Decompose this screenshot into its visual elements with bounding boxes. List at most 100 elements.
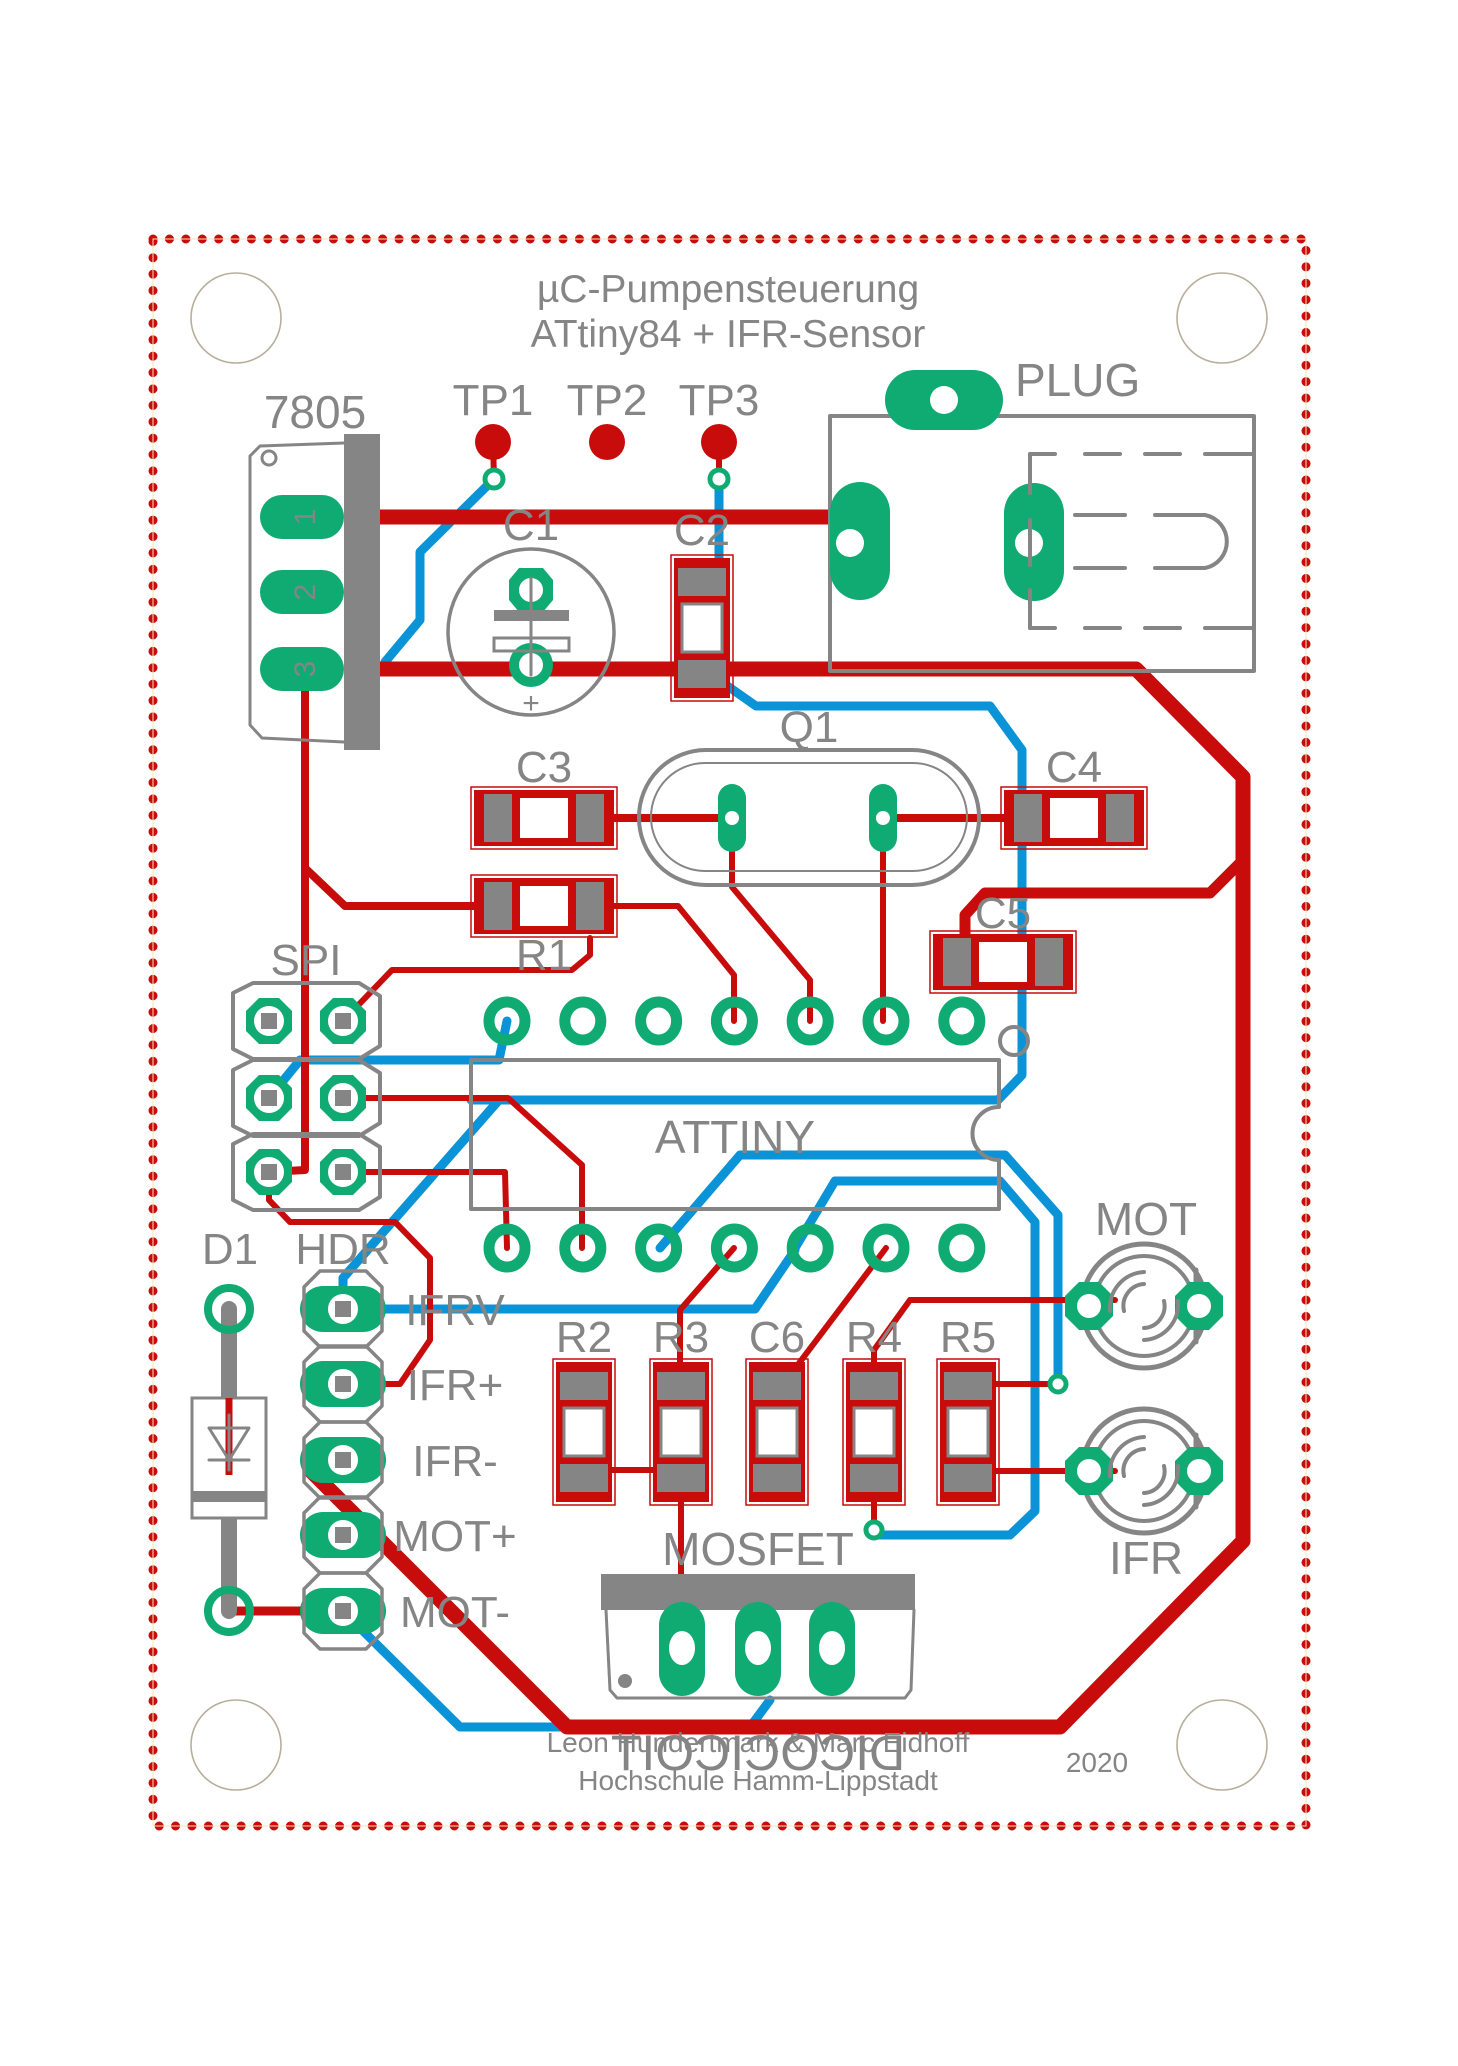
smd-c2: C2 [670, 506, 734, 702]
sensor-ifr: IFR [1065, 1406, 1223, 1584]
capacitor-c1: C1 + [446, 501, 616, 720]
crystal-q1: Q1 [637, 703, 981, 887]
mosfet-label: MOSFET [662, 1523, 854, 1575]
ic-pin [635, 1223, 683, 1273]
spi-pin [320, 1149, 366, 1195]
footer-institution: Hochschule Hamm-Lippstadt [578, 1765, 938, 1796]
smd-r2: R2 [552, 1313, 616, 1506]
trace-bottom [338, 1245, 800, 1314]
trace-signal [729, 815, 813, 1024]
q1-label: Q1 [780, 703, 839, 752]
spi-pin [246, 1149, 292, 1195]
attiny-label: ATTINY [655, 1111, 815, 1163]
r1-label: R1 [516, 931, 572, 980]
sensor-mot: MOT [1065, 1193, 1223, 1371]
testpoint-tp2 [589, 424, 625, 460]
mirrored-bottom-text: DICOCICOIT [611, 1725, 905, 1781]
diode-d1: D1 [190, 1225, 268, 1636]
mounting-hole [190, 1699, 282, 1791]
c6-label: C6 [749, 1313, 805, 1362]
regulator-pad-2: 2 [260, 570, 344, 614]
testpoint-tp3 [701, 424, 737, 460]
spi-header: SPI [231, 936, 382, 1212]
hdr-pin: MOT- [300, 1571, 510, 1651]
ic-pin [483, 996, 531, 1046]
smd-r4: R4 [842, 1313, 906, 1506]
spi-pin [320, 1075, 366, 1121]
spi-pin [246, 998, 292, 1044]
footer-year: 2020 [1066, 1747, 1128, 1778]
hdr-pin-label: IFRV [405, 1286, 505, 1335]
trace-signal [340, 1095, 585, 1251]
tp1-label: TP1 [453, 376, 534, 425]
smd-r5: R5 [936, 1313, 1000, 1506]
mosfet: MOSFET [601, 1523, 916, 1700]
testpoint-tp1 [475, 424, 511, 460]
via [707, 467, 731, 491]
ic-pin [710, 996, 758, 1046]
d1-label: D1 [202, 1225, 258, 1274]
hdr-pin-label: MOT- [400, 1588, 510, 1637]
trace-power [301, 665, 497, 910]
hdr-pin: IFR+ [300, 1344, 504, 1424]
ic-pin [862, 1223, 910, 1273]
spi-pin [246, 1075, 292, 1121]
smd-r3: R3 [649, 1313, 713, 1506]
mounting-hole [190, 272, 282, 364]
ic-pin [862, 996, 910, 1046]
footer-authors: Leon Hundertmark & Marc Eidhoff [547, 1727, 970, 1758]
r3-label: R3 [653, 1313, 709, 1362]
mounting-holes [190, 272, 1268, 1791]
trace-bottom [790, 1176, 1040, 1540]
ic-pin [938, 996, 986, 1046]
r2-label: R2 [556, 1313, 612, 1362]
hdr-pin-label: IFR+ [407, 1361, 504, 1410]
smd-r1: R1 [470, 874, 618, 980]
trace-signal [266, 1169, 433, 1387]
mot-label: MOT [1095, 1193, 1197, 1245]
regulator-pad-3: 3 [260, 647, 344, 691]
ic-pin [559, 996, 607, 1046]
hdr-pin: IFRV [300, 1269, 505, 1349]
via [482, 467, 506, 491]
via [863, 1519, 885, 1541]
c1-label: C1 [503, 501, 559, 550]
ic-pin [559, 1223, 607, 1273]
tp2-label: TP2 [567, 376, 648, 425]
regulator-label: 7805 [264, 386, 366, 438]
c4-label: C4 [1046, 743, 1102, 792]
r5-label: R5 [940, 1313, 996, 1362]
mounting-hole [1176, 272, 1268, 364]
ic-pin [710, 1223, 758, 1273]
ic-pin [938, 1223, 986, 1273]
trace-signal [340, 935, 593, 1024]
hdr-pin: IFR- [300, 1420, 498, 1500]
c5-label: C5 [975, 889, 1031, 938]
ic-pin [786, 996, 834, 1046]
hdr-pin-label: MOT+ [393, 1512, 516, 1561]
trace-signal [340, 1169, 510, 1251]
mounting-hole [1176, 1699, 1268, 1791]
regulator-pad-1: 1 [260, 495, 344, 539]
board-title-line1: µC-Pumpensteuerung [537, 268, 919, 311]
plug-label: PLUG [1015, 354, 1140, 406]
via [1047, 1373, 1069, 1395]
testpoints: TP1 TP2 TP3 [453, 376, 759, 491]
svg-text:3: 3 [289, 661, 322, 678]
board-dimension-line [152, 238, 1307, 1827]
c1-polarity-mark: + [522, 687, 540, 720]
attiny-ic: ATTINY [469, 996, 1030, 1273]
heatsink-tab [344, 434, 380, 750]
smd-c5: C5 [929, 889, 1077, 994]
c3-label: C3 [516, 743, 572, 792]
smd-c4: C4 [1000, 743, 1148, 850]
ic-pin [483, 1223, 531, 1273]
board-title-line2: ATtiny84 + IFR-Sensor [531, 313, 926, 356]
ic-pin [635, 996, 683, 1046]
power-plug: PLUG [828, 354, 1256, 673]
ifr-label: IFR [1109, 1532, 1183, 1584]
r4-label: R4 [846, 1313, 902, 1362]
svg-text:1: 1 [289, 509, 322, 526]
